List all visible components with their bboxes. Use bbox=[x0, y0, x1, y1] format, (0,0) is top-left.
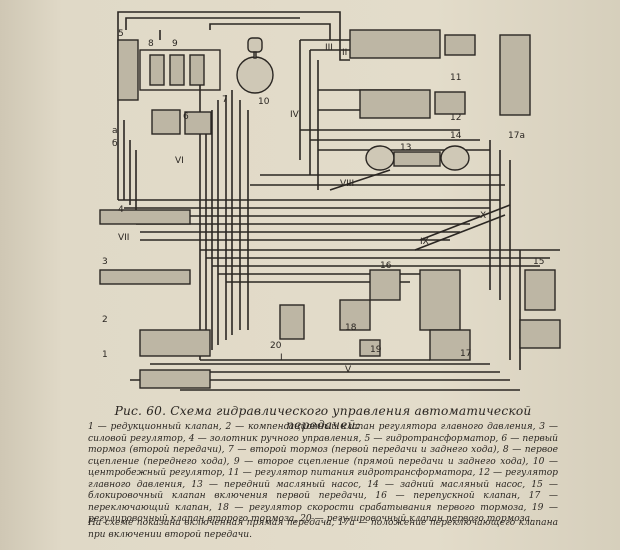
label-VIII: VIII bbox=[340, 179, 354, 189]
diagram-svg: 1 2 3 4 5 6 7 8 9 10 11 12 13 14 15 16 1… bbox=[99, 11, 561, 391]
label-9: 9 bbox=[172, 39, 178, 49]
label-19: 19 bbox=[370, 345, 382, 355]
label-IX: IX bbox=[420, 237, 429, 247]
label-17a: 17а bbox=[508, 131, 525, 141]
label-16: 16 bbox=[380, 261, 392, 271]
label-2: 2 bbox=[102, 315, 108, 325]
label-X: X bbox=[480, 211, 486, 221]
label-15: 15 bbox=[533, 257, 544, 267]
label-I: I bbox=[280, 353, 283, 363]
label-4: 4 bbox=[118, 205, 124, 215]
label-11: 11 bbox=[450, 73, 461, 83]
label-IV: IV bbox=[290, 110, 300, 120]
label-6: 6 bbox=[183, 112, 189, 122]
label-II: II bbox=[342, 48, 347, 58]
label-12: 12 bbox=[450, 113, 461, 123]
figure-legend: 1 — редукционный клапан, 2 — компенсацио… bbox=[88, 422, 558, 524]
label-7: 7 bbox=[222, 95, 228, 105]
label-13: 13 bbox=[400, 143, 411, 153]
label-14: 14 bbox=[450, 131, 462, 141]
label-V: V bbox=[345, 365, 352, 375]
label-a: а bbox=[112, 126, 118, 136]
label-VI: VI bbox=[175, 156, 184, 166]
label-8: 8 bbox=[148, 39, 154, 49]
label-III: III bbox=[325, 43, 333, 53]
figure-caption: Рис. 60. Схема гидравлического управлени… bbox=[114, 404, 532, 432]
figure-note: На схеме показана включенная прямая пере… bbox=[88, 518, 558, 540]
label-20: 20 bbox=[270, 341, 282, 351]
torque-converter-housing bbox=[117, 39, 139, 101]
label-17: 17 bbox=[460, 349, 471, 359]
label-5: 5 bbox=[118, 29, 124, 39]
label-3: 3 bbox=[102, 257, 108, 267]
label-VII: VII bbox=[118, 233, 129, 243]
label-1: 1 bbox=[102, 350, 108, 360]
label-b: б bbox=[112, 139, 118, 149]
hydraulic-control-diagram: 1 2 3 4 5 6 7 8 9 10 11 12 13 14 15 16 1… bbox=[99, 11, 561, 391]
label-10: 10 bbox=[258, 97, 270, 107]
label-18: 18 bbox=[345, 323, 357, 333]
